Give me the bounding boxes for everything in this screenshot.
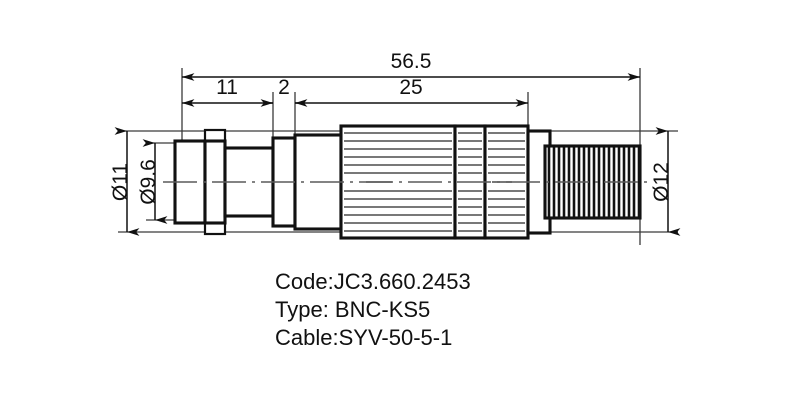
- knurl-hatch-a: [344, 132, 452, 232]
- dimension-label-11: 11: [216, 76, 238, 99]
- dimension-knurled-body-length: 25: [294, 76, 529, 107]
- dimension-label-d12: Ø12: [650, 162, 673, 202]
- dimension-boot-diameter: Ø12: [650, 127, 681, 236]
- note-block: Code:JC3.660.2453 Type: BNC-KS5 Cable:SY…: [275, 268, 471, 352]
- note-cable: Cable:SYV-50-5-1: [275, 325, 453, 350]
- dimension-label-overall: 56.5: [391, 50, 432, 73]
- dimension-label-2: 2: [278, 76, 290, 99]
- dimension-label-25: 25: [399, 76, 422, 99]
- dimension-label-d11: Ø11: [109, 163, 132, 201]
- dimension-coupling-nut-diameter: Ø11: [109, 127, 140, 236]
- note-type: Type: BNC-KS5: [275, 297, 431, 322]
- dimension-inner-sleeve-diameter: Ø9.6: [137, 139, 168, 224]
- dimension-label-d96: Ø9.6: [137, 159, 160, 205]
- knurl-hatch-b: [458, 132, 482, 232]
- note-code: Code:JC3.660.2453: [275, 269, 471, 294]
- dimension-overall-length: 56.5: [181, 50, 641, 81]
- dimension-bayonet-step-length: 2: [266, 76, 302, 104]
- dimension-coupling-nut-length: 11: [181, 76, 274, 107]
- knurl-hatch-c: [488, 132, 525, 232]
